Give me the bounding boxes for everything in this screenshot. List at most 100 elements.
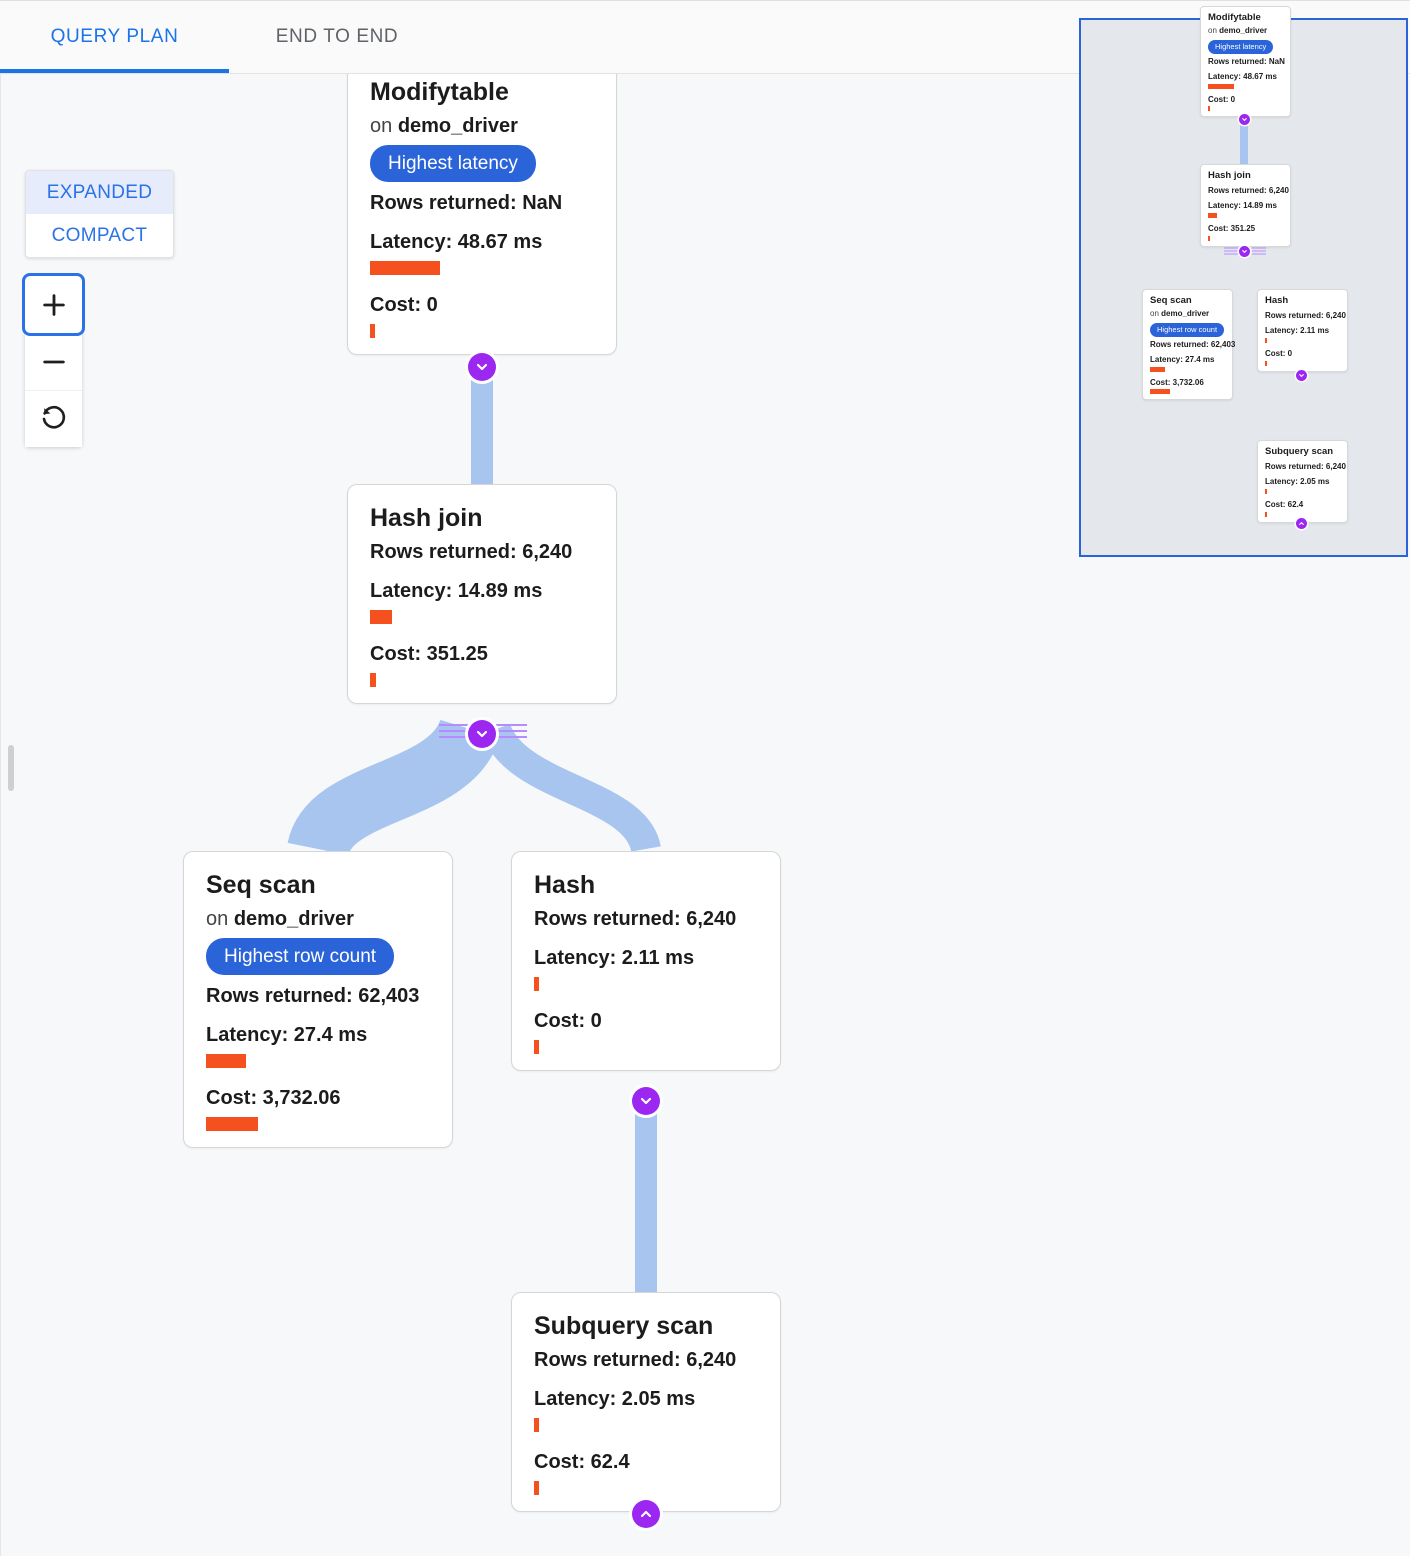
node-latency: Latency: 27.4 ms (1150, 355, 1215, 365)
node-cost: Cost: 351.25 (1208, 224, 1256, 233)
node-latency-bar (370, 610, 392, 625)
minimap-collapse-toggle-hashjoin[interactable] (1239, 246, 1250, 257)
node-title: Hash join (370, 504, 483, 532)
chevron-down-icon (1299, 374, 1304, 377)
minimap-content: Modifytable on demo_driver Highest laten… (1081, 6, 1406, 555)
node-rows-returned: Rows returned: 6,240 (534, 908, 737, 931)
chevron-up-icon (1299, 522, 1304, 525)
node-relation-prefix: on (1150, 308, 1162, 318)
node-title: Modifytable (370, 78, 509, 106)
node-cost-bar (534, 1481, 539, 1496)
plus-icon (42, 293, 65, 316)
minimap-node-hashjoin[interactable]: Hash join Rows returned: 6,240 Latency: … (1200, 164, 1291, 247)
node-relation-name: demo_driver (233, 908, 354, 931)
minimap-viewport[interactable]: Modifytable on demo_driver Highest laten… (1079, 6, 1408, 557)
node-rows-returned: Rows returned: 6,240 (534, 1349, 737, 1372)
minimap-expand-toggle-subqueryscan[interactable] (1296, 518, 1307, 529)
node-title: Subquery scan (534, 1312, 714, 1340)
collapse-toggle-hashjoin[interactable] (468, 720, 496, 748)
collapse-toggle-hash[interactable] (632, 1087, 660, 1115)
minimap-collapse-toggle-hash[interactable] (1296, 370, 1307, 381)
node-cost-bar (370, 324, 375, 339)
graph-canvas[interactable]: Modifytable on demo_driver Highest laten… (0, 74, 1410, 1556)
minimap-multi-child-marker (1224, 247, 1266, 255)
tab-query-plan-label: QUERY PLAN (50, 26, 179, 47)
node-title: Hash (1265, 295, 1289, 306)
node-latency-bar (534, 1418, 539, 1433)
edge-layer (287, 360, 661, 1299)
node-relation: on demo_driver (370, 112, 594, 140)
node-latency-bar (1208, 83, 1234, 89)
node-cost-bar (1150, 389, 1170, 395)
layout-mode-expanded[interactable]: EXPANDED (26, 171, 173, 214)
plan-node-modifytable[interactable]: Modifytable on demo_driver Highest laten… (347, 74, 617, 356)
node-title: Modifytable (1208, 12, 1261, 23)
node-cost: Cost: 0 (1208, 94, 1236, 104)
node-cost: Cost: 0 (1265, 349, 1293, 358)
minimap-node-hash[interactable]: Hash Rows returned: 6,240 Latency: 2.11 … (1257, 289, 1348, 372)
node-cost-bar (1265, 511, 1267, 517)
minus-icon (42, 360, 65, 364)
node-rows-returned: Rows returned: 62,403 (206, 985, 420, 1008)
node-rows-returned: Rows returned: 6,240 (1208, 185, 1289, 195)
node-cost-bar (1208, 106, 1210, 112)
node-rows-returned: Rows returned: 6,240 (370, 541, 573, 564)
node-rows-returned: Rows returned: 62,403 (1150, 339, 1236, 349)
node-latency: Latency: 2.11 ms (1265, 326, 1330, 336)
node-title: Hash join (1208, 170, 1251, 181)
node-badge-highest-row-count: Highest row count (206, 938, 395, 976)
reset-zoom-button[interactable] (25, 390, 82, 447)
node-relation-prefix: on (206, 908, 234, 931)
node-cost-bar (370, 673, 376, 688)
node-cost-bar (1265, 360, 1267, 366)
minimap-node-subqueryscan[interactable]: Subquery scan Rows returned: 6,240 Laten… (1257, 440, 1348, 523)
node-relation-name: demo_driver (397, 115, 518, 138)
edge-hashjoin-seqscan (287, 716, 500, 859)
plan-node-seqscan[interactable]: Seq scan on demo_driver Highest row coun… (183, 851, 453, 1149)
tab-end-to-end[interactable]: END TO END (229, 1, 445, 73)
node-latency-bar (534, 977, 539, 992)
layout-mode-toggle: EXPANDED COMPACT (25, 170, 174, 258)
minimap-node-modifytable[interactable]: Modifytable on demo_driver Highest laten… (1200, 6, 1291, 118)
minimap-node-seqscan[interactable]: Seq scan on demo_driver Highest row coun… (1142, 289, 1236, 401)
node-latency-bar (1265, 489, 1267, 494)
node-relation-prefix: on (370, 115, 398, 138)
chevron-down-icon (476, 363, 488, 371)
node-latency: Latency: 2.05 ms (1265, 477, 1330, 487)
tab-end-to-end-label: END TO END (275, 26, 399, 47)
zoom-in-button[interactable] (22, 273, 85, 336)
plan-node-hashjoin[interactable]: Hash join Rows returned: 6,240 Latency: … (347, 484, 617, 705)
node-latency: Latency: 2.05 ms (534, 1388, 696, 1411)
tab-query-plan[interactable]: QUERY PLAN (0, 1, 229, 73)
node-rows-returned: Rows returned: 6,240 (1265, 461, 1346, 471)
collapse-toggle-modifytable[interactable] (468, 353, 496, 381)
node-relation: on demo_driver (206, 905, 430, 933)
node-latency: Latency: 14.89 ms (370, 580, 543, 603)
node-relation-name: demo_driver (1219, 25, 1268, 35)
node-latency: Latency: 48.67 ms (370, 231, 543, 254)
plan-node-subqueryscan[interactable]: Subquery scan Rows returned: 6,240 Laten… (511, 1292, 781, 1513)
chevron-up-icon (640, 1510, 652, 1518)
minimap-collapse-toggle-modifytable[interactable] (1239, 114, 1250, 125)
node-badge-highest-latency: Highest latency (1208, 40, 1274, 54)
node-cost-bar (534, 1040, 539, 1055)
node-rows-returned: Rows returned: NaN (370, 192, 563, 215)
panel-splitter-handle[interactable] (8, 745, 14, 791)
node-title: Seq scan (1150, 295, 1192, 306)
node-cost: Cost: 62.4 (534, 1451, 630, 1474)
node-latency: Latency: 2.11 ms (534, 947, 695, 970)
plan-node-hash[interactable]: Hash Rows returned: 6,240 Latency: 2.11 … (511, 851, 781, 1072)
reset-rotate-ccw-icon (42, 406, 65, 429)
node-relation: on demo_driver (1150, 308, 1225, 319)
chevron-down-icon (640, 1097, 652, 1105)
layout-mode-compact-label: COMPACT (51, 224, 148, 246)
zoom-out-button[interactable] (25, 333, 82, 390)
canvas-left-border (0, 74, 1, 1556)
expand-toggle-subqueryscan[interactable] (632, 1500, 660, 1528)
node-relation: on demo_driver (1208, 25, 1283, 36)
layout-mode-compact[interactable]: COMPACT (26, 214, 173, 257)
node-cost-bar (206, 1117, 258, 1132)
node-cost: Cost: 3,732.06 (206, 1087, 341, 1110)
node-latency-bar (206, 1054, 246, 1069)
node-latency: Latency: 14.89 ms (1208, 201, 1277, 211)
